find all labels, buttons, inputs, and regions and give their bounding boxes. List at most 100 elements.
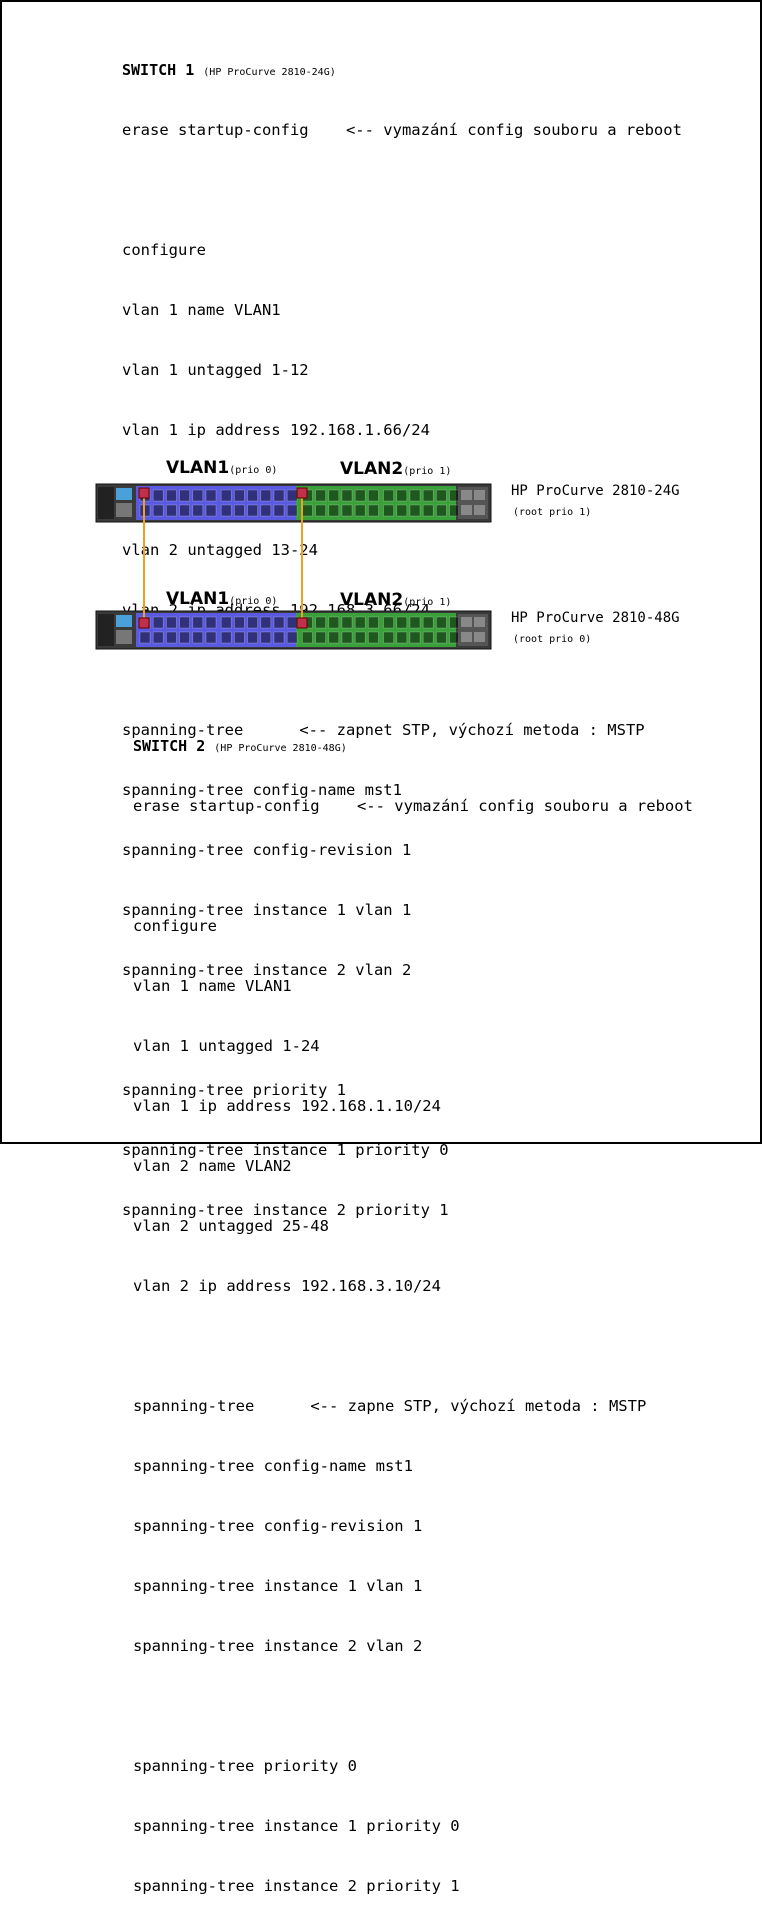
ethernet-port bbox=[220, 616, 232, 629]
ethernet-port bbox=[273, 631, 285, 644]
switch2-model: (HP ProCurve 2810-48G) bbox=[214, 743, 347, 754]
vlan1-port-block bbox=[136, 486, 296, 520]
switch2-priority-line: spanning-tree instance 1 priority 0 bbox=[133, 1817, 460, 1835]
ethernet-port bbox=[354, 504, 366, 517]
sfp-port bbox=[474, 505, 485, 515]
ethernet-port bbox=[205, 631, 217, 644]
ethernet-port bbox=[368, 616, 379, 629]
status-led-panel bbox=[116, 630, 132, 644]
ethernet-port bbox=[409, 616, 421, 629]
switch2-config-line: vlan 2 name VLAN2 bbox=[133, 1157, 292, 1175]
ethernet-port bbox=[273, 504, 285, 517]
ethernet-port bbox=[220, 631, 232, 644]
vlan2-port-block bbox=[296, 486, 456, 520]
ethernet-port bbox=[396, 504, 408, 517]
switch1-stp-option: spanning-tree instance 2 vlan 2 bbox=[122, 961, 412, 979]
sfp-port bbox=[461, 505, 472, 515]
ethernet-port bbox=[260, 504, 272, 517]
switch1-config-line: vlan 2 untagged 13-24 bbox=[122, 541, 318, 559]
ethernet-port bbox=[302, 631, 313, 644]
ethernet-port bbox=[192, 489, 204, 502]
ethernet-port bbox=[192, 504, 204, 517]
ethernet-port bbox=[152, 631, 164, 644]
ethernet-port bbox=[179, 631, 190, 644]
ethernet-port bbox=[315, 504, 326, 517]
ethernet-port bbox=[383, 631, 394, 644]
ethernet-port bbox=[260, 489, 272, 502]
top-vlan1-label: VLAN1(prio 0) bbox=[166, 458, 278, 478]
switch2-config-line: vlan 1 untagged 1-24 bbox=[133, 1037, 320, 1055]
ethernet-port bbox=[315, 616, 326, 629]
top-vlan1-prio: (prio 0) bbox=[229, 465, 278, 476]
ethernet-port bbox=[315, 631, 326, 644]
switch2-priority-line: spanning-tree priority 0 bbox=[133, 1757, 357, 1775]
ethernet-port bbox=[286, 631, 298, 644]
ethernet-port bbox=[383, 616, 394, 629]
ethernet-port bbox=[302, 504, 313, 517]
switch-48g-graphic bbox=[95, 610, 492, 650]
switch1-config-line: configure bbox=[122, 241, 206, 259]
bottom-device-name: HP ProCurve 2810-48G bbox=[511, 610, 680, 626]
switch2-config-line: vlan 1 ip address 192.168.1.10/24 bbox=[133, 1097, 441, 1115]
ethernet-port bbox=[247, 631, 258, 644]
ethernet-port bbox=[179, 504, 190, 517]
ethernet-port bbox=[273, 489, 285, 502]
ethernet-port bbox=[315, 489, 326, 502]
switch2-erase-comment: <-- vymazání config souboru a reboot bbox=[356, 797, 693, 815]
switch2-config-line: vlan 2 ip address 192.168.3.10/24 bbox=[133, 1277, 441, 1295]
switch1-config-line: vlan 1 untagged 1-12 bbox=[122, 361, 309, 379]
switch1-config-line: vlan 1 ip address 192.168.1.66/24 bbox=[122, 421, 430, 439]
ethernet-port bbox=[436, 504, 447, 517]
ethernet-port bbox=[409, 504, 421, 517]
uplink-cables bbox=[138, 487, 308, 629]
ethernet-port bbox=[220, 489, 232, 502]
hp-logo-badge bbox=[116, 488, 132, 500]
ethernet-port bbox=[166, 616, 177, 629]
switch1-config-line: vlan 1 name VLAN1 bbox=[122, 301, 281, 319]
ethernet-port bbox=[247, 616, 258, 629]
ethernet-port bbox=[422, 616, 434, 629]
ethernet-port bbox=[328, 504, 340, 517]
ethernet-port bbox=[179, 616, 190, 629]
ethernet-port bbox=[179, 489, 190, 502]
ethernet-port bbox=[436, 489, 447, 502]
ethernet-port bbox=[396, 616, 408, 629]
ethernet-port bbox=[192, 631, 204, 644]
switch2-stp-option: spanning-tree instance 2 vlan 2 bbox=[133, 1637, 423, 1655]
switch1-model: (HP ProCurve 2810-24G) bbox=[203, 67, 336, 78]
ethernet-port bbox=[341, 504, 353, 517]
ethernet-port bbox=[139, 631, 151, 644]
ethernet-port bbox=[409, 631, 421, 644]
ethernet-port bbox=[234, 616, 245, 629]
sfp-port bbox=[474, 617, 485, 627]
ethernet-port bbox=[328, 489, 340, 502]
ethernet-port bbox=[383, 489, 394, 502]
sfp-port bbox=[461, 632, 472, 642]
ethernet-port bbox=[436, 616, 447, 629]
ethernet-port bbox=[396, 489, 408, 502]
ethernet-port bbox=[205, 616, 217, 629]
switch1-stp-comment: <-- zapnet STP, výchozí metoda : MSTP bbox=[299, 721, 645, 739]
uplink-port-bottom bbox=[138, 617, 150, 629]
uplink-port-bottom bbox=[296, 617, 308, 629]
ethernet-port bbox=[341, 489, 353, 502]
ethernet-port bbox=[247, 489, 258, 502]
bottom-vlan1-prio: (prio 0) bbox=[229, 596, 278, 607]
ethernet-port bbox=[166, 504, 177, 517]
switch-diagram bbox=[95, 483, 492, 650]
bottom-vlan1-label: VLAN1(prio 0) bbox=[166, 589, 278, 609]
switch1-priority-line: spanning-tree priority 1 bbox=[122, 1081, 346, 1099]
switch2-priority-line: spanning-tree instance 2 priority 1 bbox=[133, 1877, 460, 1895]
ethernet-port bbox=[422, 631, 434, 644]
ethernet-port bbox=[341, 616, 353, 629]
switch1-stp-line: spanning-tree <-- zapnet STP, výchozí me… bbox=[122, 721, 645, 739]
top-device-note: (root prio 1) bbox=[513, 507, 592, 518]
ethernet-port bbox=[234, 504, 245, 517]
switch2-config-line: configure bbox=[133, 917, 217, 935]
uplink-port-top bbox=[296, 487, 308, 499]
ethernet-port bbox=[409, 489, 421, 502]
ethernet-port bbox=[328, 616, 340, 629]
switch1-erase-comment: <-- vymazání config souboru a reboot bbox=[345, 121, 682, 139]
switch-24g-graphic bbox=[95, 483, 492, 523]
switch1-erase-line: erase startup-config <-- vymazání config… bbox=[122, 121, 682, 139]
